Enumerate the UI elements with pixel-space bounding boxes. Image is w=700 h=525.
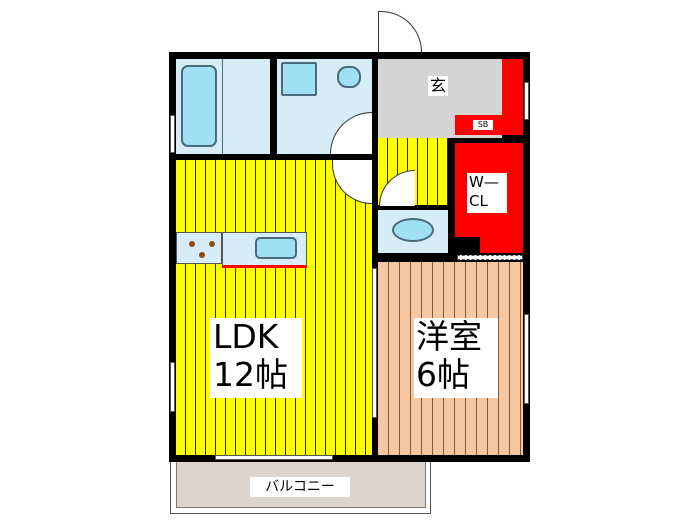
stove-burner [209, 241, 215, 247]
ldk-size: 12帖 [213, 355, 288, 394]
washing-machine-pan [281, 62, 317, 96]
closet-window [524, 82, 529, 120]
bathtub [181, 65, 217, 147]
walk-in-closet-label-line1: W— [469, 173, 499, 191]
western-room-size: 6帖 [416, 355, 470, 394]
balcony-sliding-door[interactable] [215, 455, 333, 460]
western-room-label: 洋室 6帖 [414, 318, 498, 398]
closet-door[interactable] [457, 255, 523, 260]
walk-in-closet-label-line2: CL [469, 192, 488, 210]
bath-divider [222, 59, 223, 154]
ldk-name: LDK [213, 317, 279, 356]
stove-burner [199, 252, 205, 258]
closet-notch [455, 237, 480, 253]
wash-basin [337, 66, 361, 88]
balcony-label: バルコニー [250, 477, 350, 497]
entrance-door[interactable] [378, 11, 422, 52]
western-room-window [524, 314, 529, 404]
kitchen-sink [255, 237, 297, 259]
bathroom-window [170, 115, 175, 153]
kitchen-stove [176, 232, 222, 264]
ldk-room [176, 160, 372, 455]
ldk-western-sliding-door[interactable] [372, 268, 377, 418]
western-room-name: 洋室 [416, 317, 482, 356]
walk-in-closet-label: W— CL [467, 173, 507, 213]
stove-burner [189, 241, 195, 247]
ldk-side-window [170, 362, 175, 412]
toilet [392, 218, 434, 242]
ldk-label: LDK 12帖 [210, 318, 302, 398]
entrance-label: 玄 [428, 76, 448, 96]
shoe-box-label: SB [473, 120, 493, 130]
